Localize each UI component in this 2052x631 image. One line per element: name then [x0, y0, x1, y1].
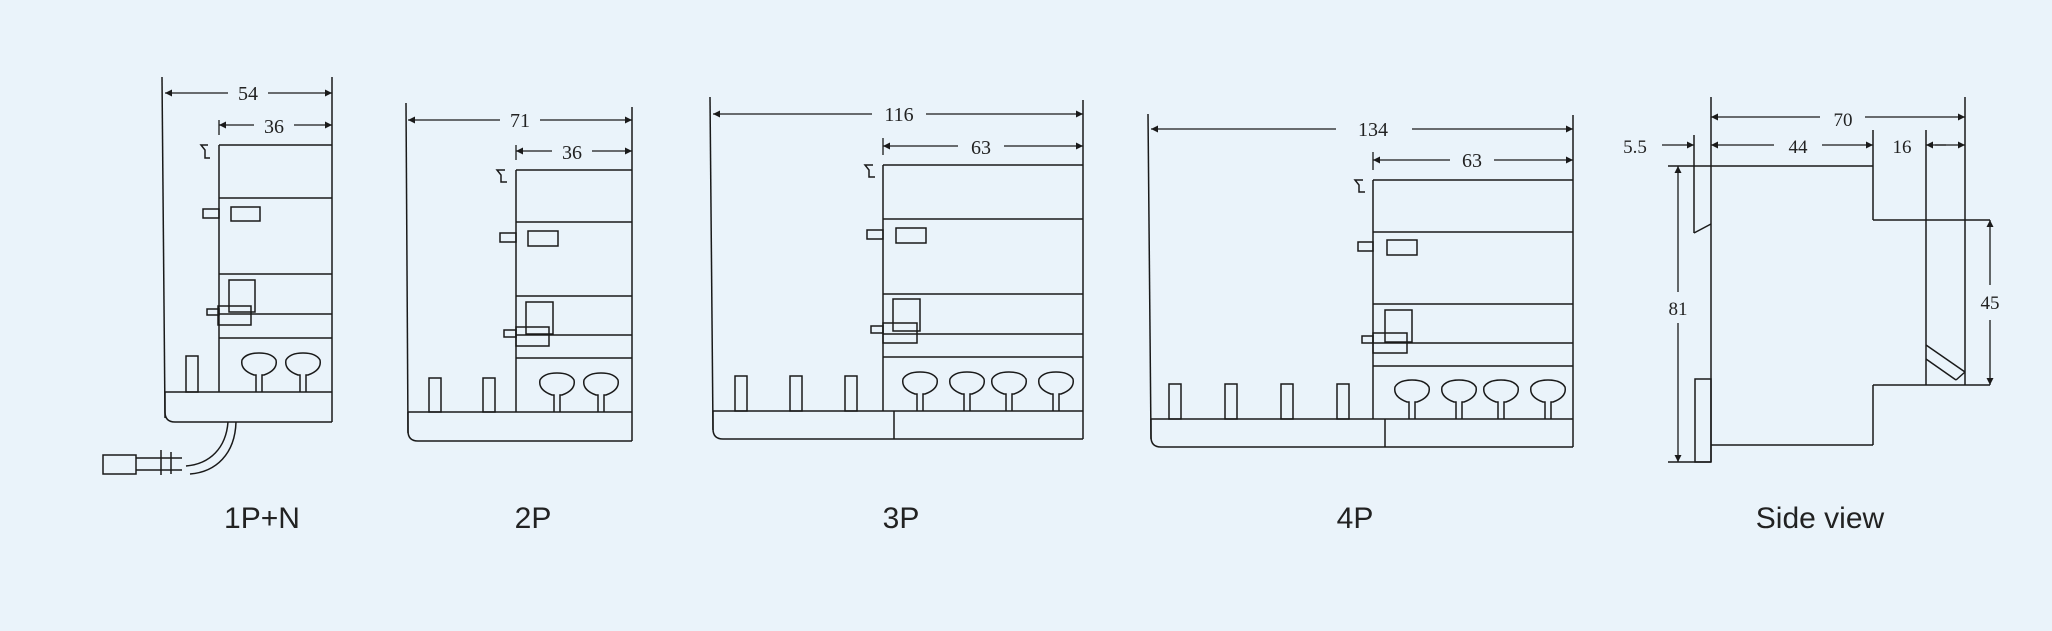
- dim-side-height: 81: [1669, 299, 1688, 320]
- dimension-lines-2p: [408, 116, 632, 160]
- view-3p: [709, 96, 1084, 440]
- dim-1p-n-module: 36: [264, 116, 284, 138]
- dim-side-front-height: 45: [1981, 293, 2000, 314]
- dim-2p-module: 36: [562, 142, 582, 164]
- caption-3p: 3P: [883, 502, 920, 535]
- dim-side-rear-depth: 16: [1893, 137, 1912, 158]
- dim-2p-overall: 71: [510, 110, 530, 132]
- dim-1p-n-overall: 54: [238, 83, 258, 105]
- caption-4p: 4P: [1337, 502, 1374, 535]
- dim-4p-module: 63: [1462, 150, 1482, 172]
- view-1p-n: [102, 76, 333, 475]
- caption-2p: 2P: [515, 502, 552, 535]
- dimension-lines-side-view: [1662, 113, 1994, 462]
- caption-side-view: Side view: [1756, 502, 1885, 535]
- dim-4p-overall: 134: [1358, 119, 1388, 141]
- dimension-lines-4p: [1151, 125, 1573, 170]
- dimension-lines-3p: [713, 110, 1083, 155]
- side-view: [1668, 97, 1990, 463]
- dim-side-depth: 70: [1834, 110, 1853, 131]
- dim-3p-overall: 116: [884, 104, 913, 126]
- caption-1p-n: 1P+N: [224, 502, 300, 535]
- dim-3p-module: 63: [971, 137, 991, 159]
- dim-side-lever: 5.5: [1623, 137, 1647, 158]
- dimension-lines-1p-n: [165, 89, 332, 135]
- dim-side-front-depth: 44: [1789, 137, 1809, 158]
- view-2p: [405, 102, 633, 442]
- view-4p: [1147, 113, 1574, 448]
